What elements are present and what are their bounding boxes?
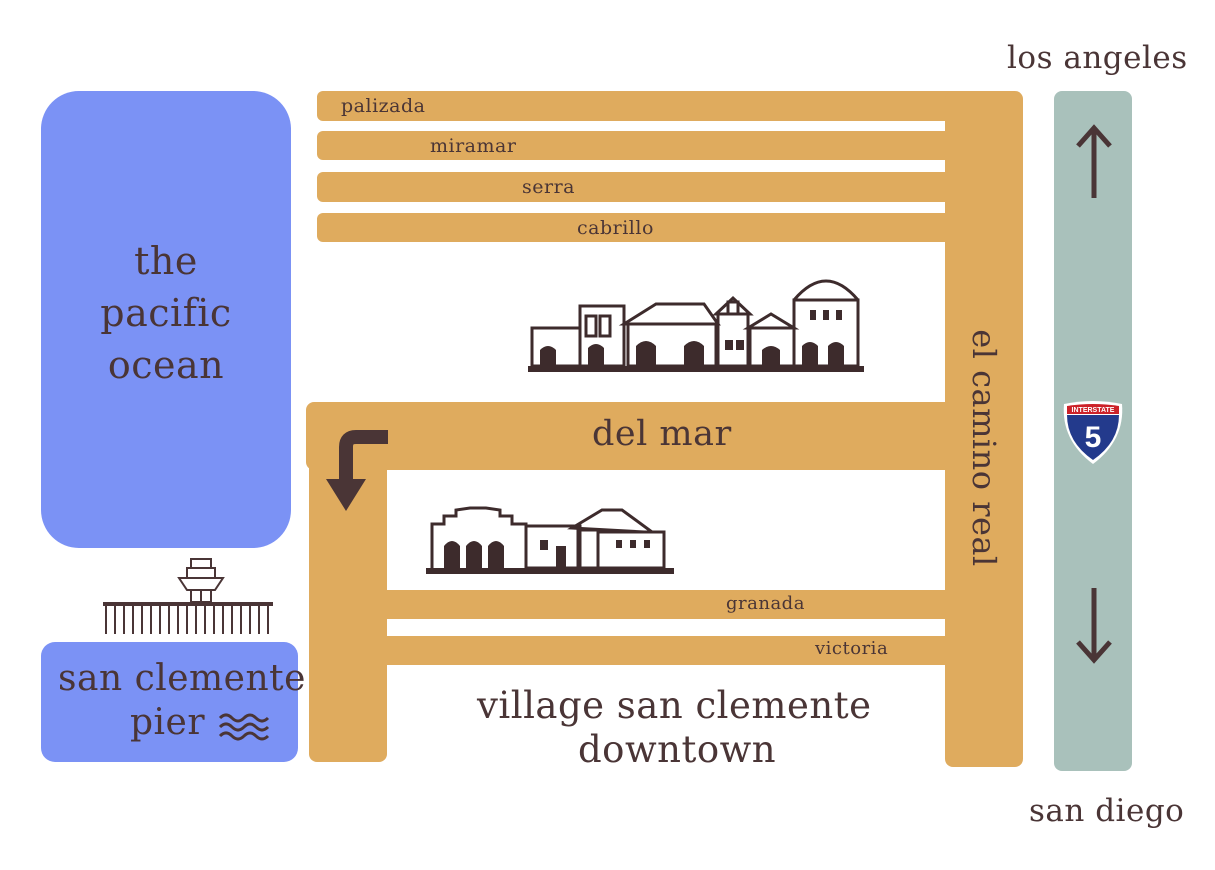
ocean-label-line2: pacific (100, 291, 232, 335)
street-serra (317, 172, 977, 202)
shield-number: 5 (1085, 421, 1102, 454)
pier-label-line1: san clemente (58, 658, 306, 699)
south-arrow-icon (1076, 588, 1112, 664)
pier-area (41, 642, 298, 762)
street-del-mar (306, 402, 977, 470)
pier-icon (103, 558, 273, 634)
street-cabrillo (317, 213, 977, 242)
pier-label-line2: pier (130, 702, 206, 743)
label-serra: serra (522, 176, 575, 198)
label-san-diego: san diego (1029, 793, 1185, 829)
ocean-label-line3: ocean (107, 343, 225, 387)
street-miramar (317, 131, 977, 160)
label-miramar: miramar (430, 135, 517, 157)
label-los-angeles: los angeles (1007, 40, 1188, 76)
label-victoria: victoria (815, 638, 889, 659)
north-arrow-icon (1076, 124, 1112, 198)
interstate-shield-icon: INTERSTATE 5 (1063, 401, 1123, 464)
pacific-ocean-area: the pacific ocean (41, 91, 291, 548)
downtown-buildings-icon (528, 279, 864, 372)
turn-arrow-icon (326, 430, 388, 511)
street-el-camino-real (945, 91, 1023, 767)
label-el-camino-real: el camino real (965, 329, 1003, 567)
street-victoria (385, 636, 977, 665)
mission-buildings-icon (426, 506, 674, 574)
label-cabrillo: cabrillo (577, 217, 654, 239)
street-palizada (317, 91, 977, 121)
downtown-label-line2: downtown (578, 728, 777, 771)
street-granada (385, 590, 977, 619)
shield-top-text: INTERSTATE (1072, 407, 1115, 414)
downtown-label-line1: village san clemente (477, 684, 872, 727)
waves-icon (218, 713, 270, 741)
label-granada: granada (726, 593, 805, 614)
label-del-mar: del mar (592, 414, 732, 454)
ocean-label-line1: the (134, 239, 198, 283)
label-palizada: palizada (341, 95, 426, 117)
